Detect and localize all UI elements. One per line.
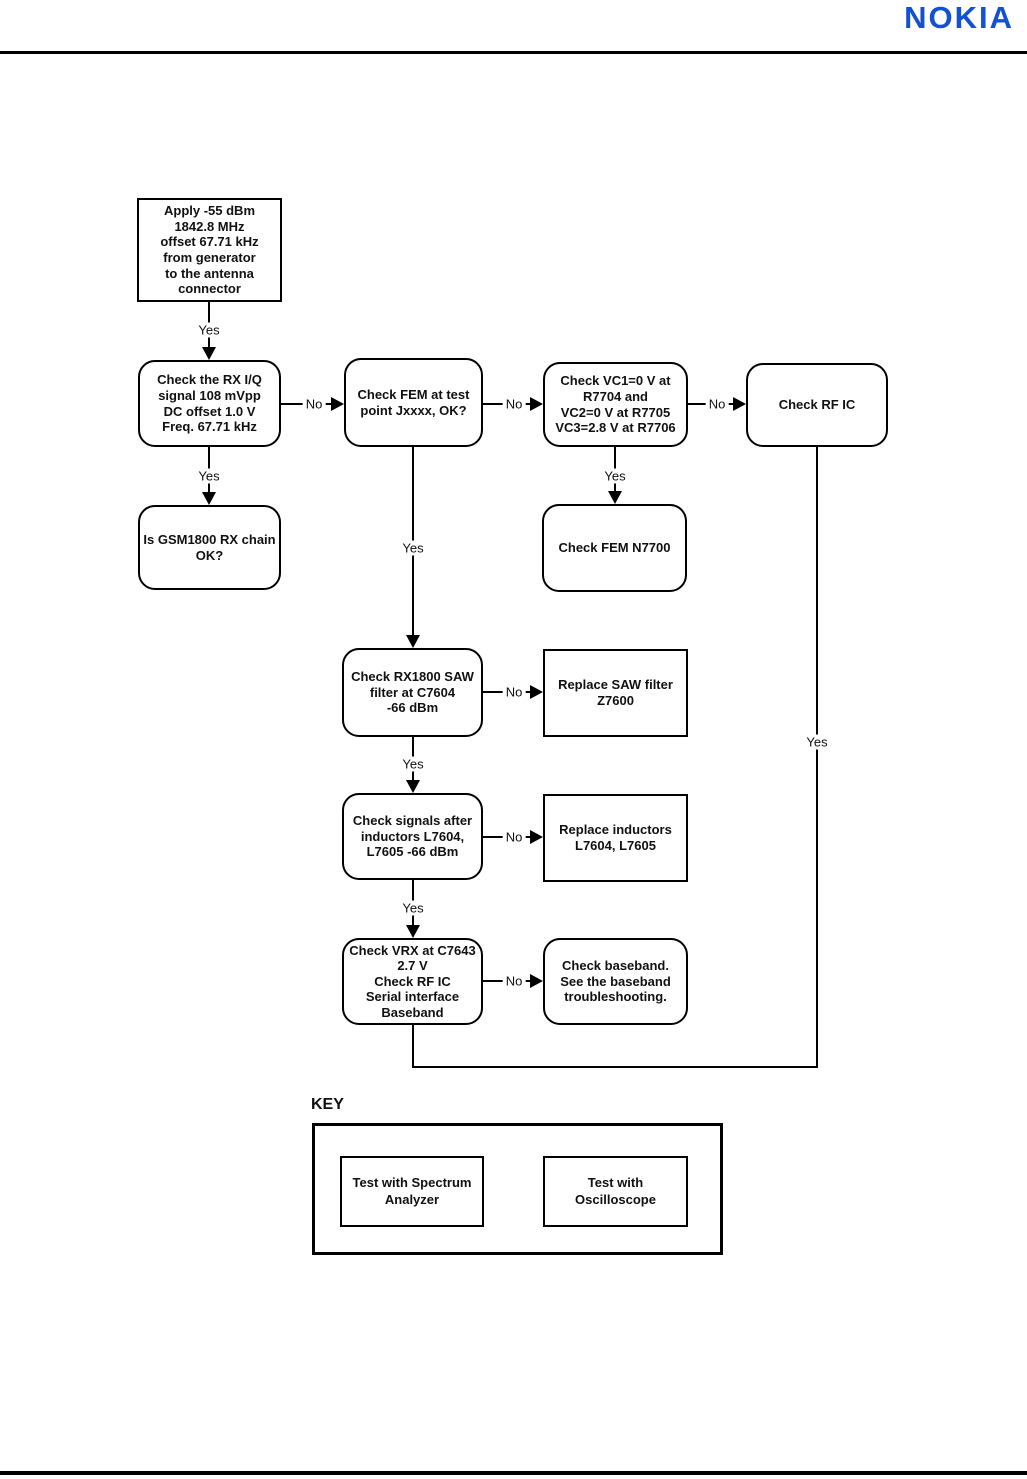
edge-label-yes: Yes [601, 468, 629, 484]
edge-label-no: No [502, 973, 526, 989]
flow-node-check-rx-iq: Check the RX I/Q signal 108 mVpp DC offs… [138, 360, 281, 447]
flow-node-check-rf-ic: Check RF IC [746, 363, 888, 447]
edge-label-no: No [502, 829, 526, 845]
arrow-right-icon [530, 685, 543, 699]
key-title: KEY [311, 1096, 344, 1113]
edge-label-yes: Yes [399, 756, 427, 772]
flow-node-check-vrx: Check VRX at C7643 2.7 V Check RF IC Ser… [342, 938, 483, 1025]
flow-node-replace-inductors: Replace inductors L7604, L7605 [543, 794, 688, 882]
edge-label-yes: Yes [195, 322, 223, 338]
key-item-spectrum-analyzer: Test with Spectrum Analyzer [340, 1156, 484, 1227]
footer-divider [0, 1471, 1027, 1475]
arrow-right-icon [733, 397, 746, 411]
arrow-down-icon [406, 925, 420, 938]
edge-label-no: No [302, 396, 326, 412]
connector-line [816, 447, 818, 1068]
arrow-down-icon [608, 491, 622, 504]
arrow-right-icon [331, 397, 344, 411]
key-item-oscilloscope: Test with Oscilloscope [543, 1156, 688, 1227]
edge-label-yes: Yes [195, 468, 223, 484]
edge-label-no: No [502, 396, 526, 412]
flow-node-check-fem-n7700: Check FEM N7700 [542, 504, 687, 592]
flow-node-check-saw-filter: Check RX1800 SAW filter at C7604 -66 dBm [342, 648, 483, 737]
arrow-right-icon [530, 397, 543, 411]
flow-node-gsm1800-rx-ok: Is GSM1800 RX chain OK? [138, 505, 281, 590]
connector-line [412, 1025, 414, 1068]
edge-label-yes: Yes [803, 734, 831, 750]
nokia-logo: NOKIA [904, 0, 1014, 35]
arrow-down-icon [406, 780, 420, 793]
flow-node-check-baseband: Check baseband. See the baseband trouble… [543, 938, 688, 1025]
edge-label-no: No [705, 396, 729, 412]
flow-node-apply-signal: Apply -55 dBm 1842.8 MHz offset 67.71 kH… [137, 198, 282, 302]
connector-line [412, 1066, 818, 1068]
arrow-right-icon [530, 830, 543, 844]
arrow-right-icon [530, 974, 543, 988]
arrow-down-icon [202, 492, 216, 505]
header-divider [0, 51, 1027, 54]
flow-node-check-fem-testpoint: Check FEM at test point Jxxxx, OK? [344, 358, 483, 447]
arrow-down-icon [406, 635, 420, 648]
flow-node-replace-saw-filter: Replace SAW filter Z7600 [543, 649, 688, 737]
flow-node-check-inductor-signals: Check signals after inductors L7604, L76… [342, 793, 483, 880]
edge-label-yes: Yes [399, 900, 427, 916]
arrow-down-icon [202, 347, 216, 360]
edge-label-no: No [502, 684, 526, 700]
flow-node-check-vc-voltages: Check VC1=0 V at R7704 and VC2=0 V at R7… [543, 362, 688, 447]
edge-label-yes: Yes [399, 540, 427, 556]
